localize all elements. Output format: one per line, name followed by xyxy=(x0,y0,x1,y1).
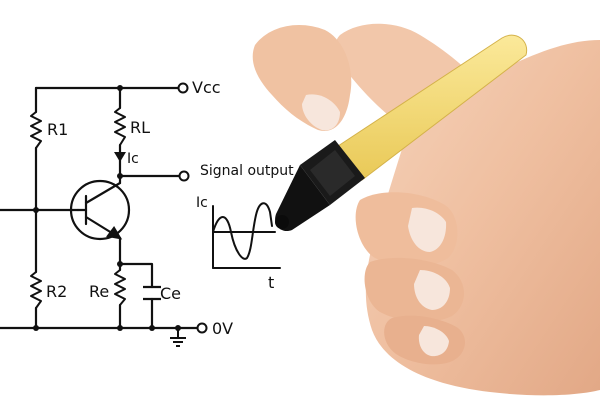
ce-wire xyxy=(118,262,154,330)
junction-dot xyxy=(117,325,123,331)
output-terminal-icon xyxy=(178,170,190,182)
junction-dot xyxy=(149,325,155,331)
rl-resistor-icon xyxy=(114,107,126,146)
ic-label: Ic xyxy=(127,151,139,167)
vcc-label: Vcc xyxy=(192,78,221,97)
r1-label: R1 xyxy=(47,120,68,139)
junction-dots xyxy=(33,85,181,331)
ce-capacitor-icon xyxy=(143,285,161,301)
rl-label: RL xyxy=(130,118,150,137)
junction-dot xyxy=(33,325,39,331)
marker-pen-icon xyxy=(275,34,528,232)
junction-dot xyxy=(117,261,123,267)
nail-icon xyxy=(414,270,450,310)
graph-ic-label: Ic xyxy=(196,195,208,211)
junction-dot xyxy=(117,173,123,179)
zero-v-label: 0V xyxy=(212,319,233,338)
nail-icon xyxy=(302,94,340,131)
signal-output-label: Signal output xyxy=(200,163,294,179)
nail-icon xyxy=(418,326,449,357)
vcc-terminal-icon xyxy=(177,82,189,94)
transistor-icon xyxy=(69,179,131,241)
r1-resistor-icon xyxy=(30,111,42,149)
nail-icon xyxy=(408,207,447,252)
ground-terminal-icon xyxy=(196,322,208,334)
r2-label: R2 xyxy=(46,282,67,301)
terminals xyxy=(177,82,208,334)
signal-graph xyxy=(212,202,281,269)
ce-label: Ce xyxy=(160,284,181,303)
resistors xyxy=(30,107,126,309)
r2-resistor-icon xyxy=(30,271,42,309)
labels: Vcc R1 RL Ic Signal output Ic R2 Re Ce t… xyxy=(46,78,294,338)
ic-arrow-icon xyxy=(114,152,126,162)
ground-icon xyxy=(170,328,186,347)
junction-dot xyxy=(33,207,39,213)
graph-t-label: t xyxy=(268,273,274,292)
junction-dot xyxy=(117,85,123,91)
signal-waveform xyxy=(212,202,273,260)
re-resistor-icon xyxy=(114,269,126,306)
re-label: Re xyxy=(89,282,109,301)
